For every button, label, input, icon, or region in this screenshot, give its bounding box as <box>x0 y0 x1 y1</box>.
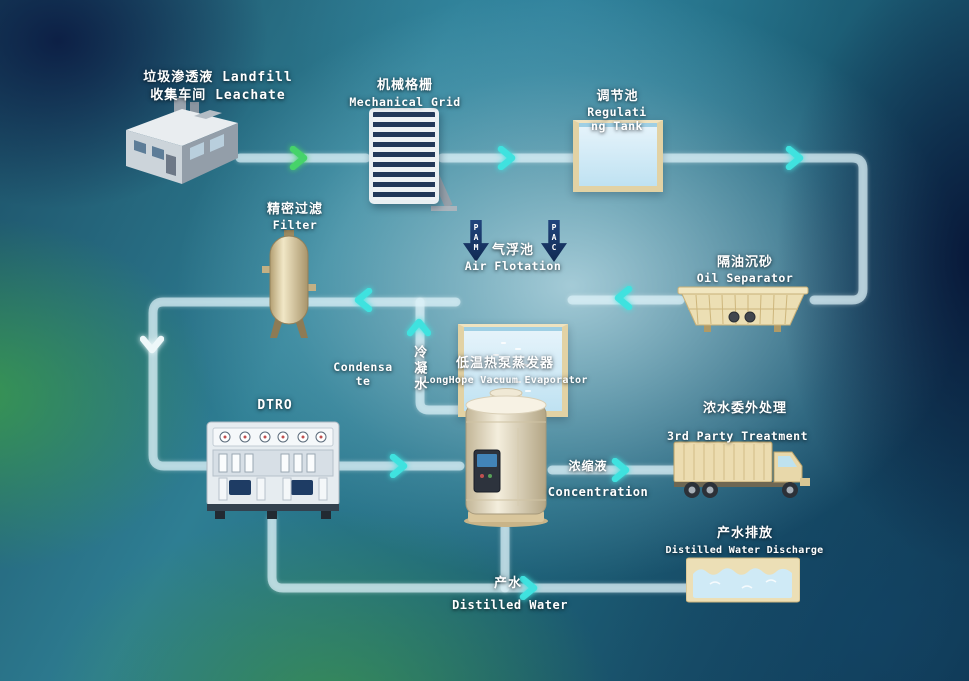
air-flotation-label-en: Air Flotation <box>464 259 562 273</box>
grid-label-cn: 机械格栅 <box>376 78 433 93</box>
filter-vessel-icon <box>262 230 316 342</box>
concentrate-label-en: Concentration <box>547 485 649 499</box>
grid-label-en: Mechanical Grid <box>349 95 461 109</box>
filter-label-en: Filter <box>272 218 318 232</box>
flow-arrow-filter-to-dtro <box>140 332 164 356</box>
dtro-skid-icon <box>205 414 341 520</box>
product-water-label-en: Distilled Water <box>452 598 568 612</box>
dtro-label: DTRO <box>257 398 293 413</box>
flow-arrow-tank-to-separator <box>782 146 806 170</box>
flow-arrow-condensate-up <box>407 316 431 340</box>
product-water-label-cn: 产水 <box>493 576 522 591</box>
evaporator-label-cn: 低温热泵蒸发器 <box>455 356 554 371</box>
oil-separator-label-en: Oil Separator <box>696 271 794 285</box>
grid-stand-foot <box>431 206 457 211</box>
flow-arrow-product-to-discharge <box>516 576 540 600</box>
discharge-pool-icon <box>686 556 800 604</box>
concentrate-label-cn: 浓缩液 <box>568 459 608 473</box>
flow-arrow-dtro-to-evaporator <box>386 454 410 478</box>
flow-arrow-grid-to-tank <box>494 146 518 170</box>
factory-icon <box>116 96 242 186</box>
condensate-label-en: Condensate <box>333 360 393 389</box>
landfill-label-cn: 垃圾渗透液 Landfill <box>143 70 293 85</box>
pam-label: PAM <box>471 223 481 253</box>
filter-label-cn: 精密过滤 <box>266 202 323 217</box>
oil-separator-icon <box>676 283 810 335</box>
third-party-label-en: 3rd Party Treatment <box>666 429 809 443</box>
discharge-label-cn: 产水排放 <box>716 526 773 541</box>
flow-arrow-concentrate-to-truck <box>608 458 632 482</box>
third-party-label-cn: 浓水委外处理 <box>702 401 787 416</box>
regulating-label-cn: 调节池 <box>596 89 639 104</box>
evaporator-label-en: LongHope Vacuum Evaporator <box>423 375 588 386</box>
condensate-label-cn: 冷凝水 <box>411 345 427 393</box>
air-flotation-label-cn: 气浮池 <box>491 243 534 258</box>
evaporator-icon <box>456 388 556 528</box>
flow-arrow-flotation-to-filter <box>352 288 376 312</box>
mechanical-grid-icon <box>369 108 461 212</box>
flow-arrow-separator-to-flotation <box>612 286 636 310</box>
truck-icon <box>672 438 812 500</box>
grid-screen <box>369 108 439 204</box>
oil-separator-label-cn: 隔油沉砂 <box>716 255 773 270</box>
flow-arrow-landfill-to-grid <box>286 146 310 170</box>
regulating-label-en: Regulating Tank <box>587 105 647 134</box>
discharge-label-en: Distilled Water Discharge <box>665 545 824 556</box>
regulating-tank-icon <box>573 120 663 192</box>
pac-label: PAC <box>549 223 559 253</box>
landfill-label-en: 收集车间 Leachate <box>150 88 286 103</box>
